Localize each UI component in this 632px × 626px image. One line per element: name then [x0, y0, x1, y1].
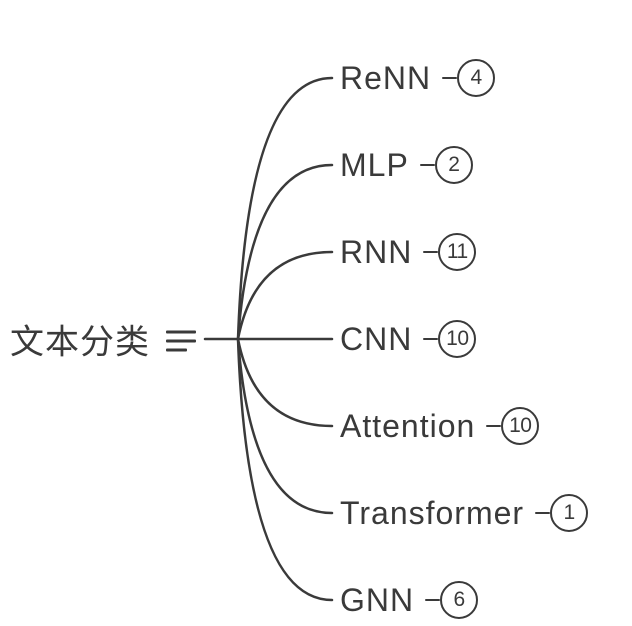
count-badge[interactable]: 2 — [434, 146, 473, 184]
branch-curve-mlp — [236, 163, 334, 341]
badge-connector — [425, 598, 441, 602]
count-badge[interactable]: 10 — [501, 407, 540, 445]
branch-node-mlp[interactable]: MLP 2 — [340, 146, 473, 184]
branch-node-gnn[interactable]: GNN 6 — [340, 581, 479, 619]
count-value: 1 — [563, 501, 575, 524]
count-value: 11 — [446, 240, 468, 263]
branch-curve-gnn — [236, 337, 334, 602]
count-badge[interactable]: 4 — [457, 59, 496, 97]
branch-node-rnn[interactable]: RNN 11 — [340, 233, 477, 271]
count-value: 6 — [453, 588, 466, 611]
branch-node-cnn[interactable]: CNN 10 — [340, 320, 477, 358]
count-badge[interactable]: 11 — [438, 233, 477, 271]
root-label: 文本分类 — [10, 323, 150, 362]
count-badge[interactable]: 10 — [438, 320, 477, 358]
count-value: 10 — [446, 327, 469, 350]
badge-connector — [423, 250, 439, 254]
badge-connector — [486, 424, 502, 428]
notes-icon[interactable] — [166, 330, 196, 352]
branch-label: ReNN — [340, 59, 432, 96]
branch-label: MLP — [340, 146, 409, 183]
branch-node-transformer[interactable]: Transformer 1 — [340, 494, 589, 532]
branch-label: GNN — [340, 581, 415, 618]
branch-label: RNN — [340, 233, 413, 270]
branch-curve-renn — [236, 76, 334, 341]
branch-label: Attention — [340, 407, 476, 444]
branch-label: Transformer — [340, 494, 525, 531]
branch-curve-transformer — [236, 337, 334, 515]
branch-curve-rnn — [236, 250, 334, 341]
badge-connector — [419, 163, 435, 167]
badge-connector — [442, 76, 458, 80]
count-value: 10 — [509, 414, 532, 437]
branch-curve-attention — [236, 337, 334, 428]
badge-connector — [423, 337, 439, 341]
count-value: 2 — [448, 153, 460, 176]
count-badge[interactable]: 1 — [550, 494, 589, 532]
branch-label: CNN — [340, 320, 413, 357]
branch-node-renn[interactable]: ReNN 4 — [340, 59, 496, 97]
root-node[interactable]: 文本分类 — [10, 315, 196, 364]
branch-node-attention[interactable]: Attention 10 — [340, 407, 540, 445]
count-badge[interactable]: 6 — [440, 581, 479, 619]
badge-connector — [535, 511, 551, 515]
count-value: 4 — [470, 66, 483, 89]
